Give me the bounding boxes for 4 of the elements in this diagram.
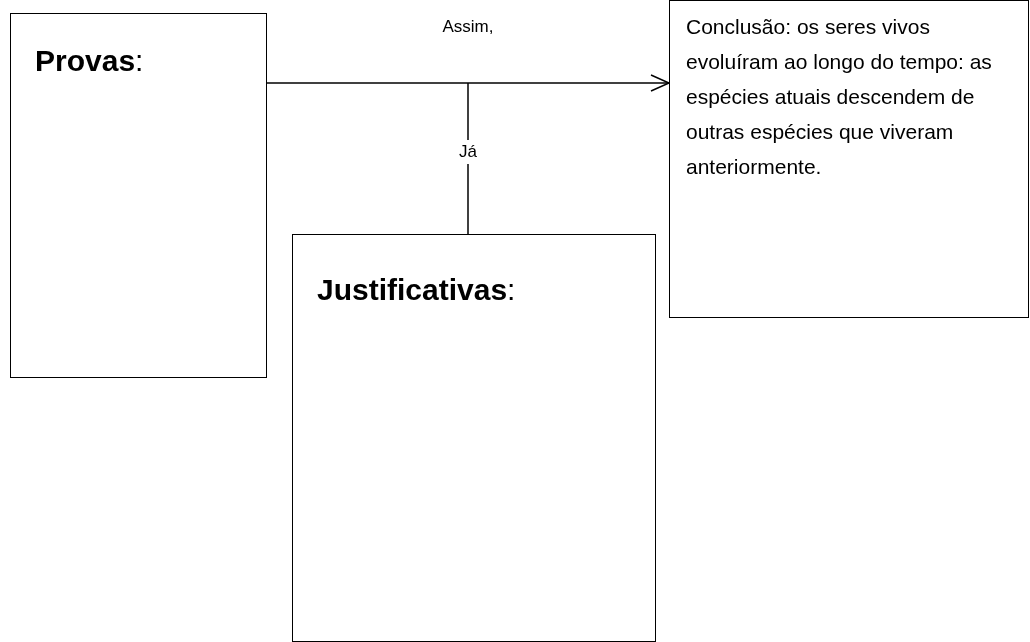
text-box: Justificativas: — [292, 234, 656, 642]
text-box: Conclusão: os seres vivos evoluíram ao longo do tempo: as espécies atuais descendem de outras espécies que viveram anteriormente. — [669, 0, 1029, 318]
arrow — [266, 74, 670, 92]
text-box: Provas: — [10, 13, 267, 378]
